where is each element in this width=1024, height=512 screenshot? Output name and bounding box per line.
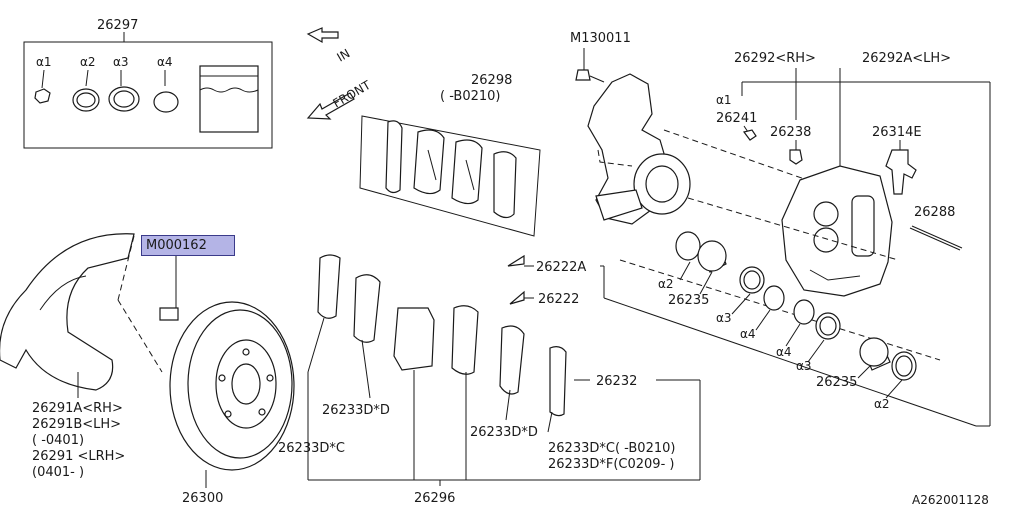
stack-a3-bottom-label[interactable]: α3 — [796, 359, 812, 373]
pad-shim-2-part[interactable] — [493, 151, 517, 219]
stack-26235-top-label[interactable]: 26235 — [668, 293, 709, 308]
stack-a2-top-label[interactable]: α2 — [658, 277, 674, 291]
kit-a2-label[interactable]: α2 — [80, 55, 96, 69]
rotor-label[interactable]: 26300 — [182, 491, 223, 506]
shield-range1-label: ( -0401) — [32, 433, 84, 448]
piston-seal-1-part[interactable] — [675, 231, 701, 261]
pad-set-range-label: ( -B0210) — [440, 89, 501, 104]
highlighted-part-callout[interactable]: M000162 — [141, 235, 235, 256]
pad-spring-part[interactable] — [885, 149, 917, 195]
kit-a1-label[interactable]: α1 — [36, 55, 52, 69]
lower-pads: 26232 — [307, 254, 701, 486]
retainer-2-part[interactable] — [793, 299, 815, 325]
bleeder-screw-part[interactable] — [742, 129, 757, 141]
outer-pad-part[interactable] — [353, 274, 381, 343]
stack-a4-bottom-label[interactable]: α4 — [776, 345, 792, 359]
piston-2-part[interactable] — [859, 337, 889, 367]
shim-26232-label[interactable]: 26232 — [596, 374, 637, 389]
kit-box: 26297 α1 α2 α3 α4 — [23, 18, 273, 149]
pad-set-label[interactable]: 26298 — [471, 73, 512, 88]
arrow-in-label: IN — [335, 46, 353, 64]
caliper-26238-label[interactable]: 26238 — [770, 125, 811, 140]
diagram-id: A262001128 — [912, 493, 989, 507]
shim-labels: 26233D*D 26233D*C 26233D*D 26233D*C( -B0… — [278, 403, 675, 506]
caliper-a1-label[interactable]: α1 — [716, 93, 732, 107]
caliper-26241-label[interactable]: 26241 — [716, 111, 757, 126]
brake-pad-2-part[interactable] — [451, 139, 483, 205]
shim-26222-part[interactable] — [509, 290, 525, 305]
brake-pad-1-part[interactable] — [413, 129, 445, 195]
dust-shield-part[interactable] — [0, 233, 135, 391]
shield-rh-label[interactable]: 26291A<RH> — [32, 401, 123, 416]
direction-arrows: IN FRONT — [306, 27, 374, 120]
shim-f-range-label[interactable]: 26233D*F(C0209- ) — [548, 457, 674, 472]
outer-shim-part[interactable] — [317, 254, 341, 319]
shim-26222a-part[interactable] — [507, 254, 525, 267]
caliper-26288-label[interactable]: 26288 — [914, 205, 955, 220]
arrow-in-icon — [306, 27, 339, 44]
caliper-bolt-part[interactable] — [789, 149, 803, 165]
shim-c-range-label[interactable]: 26233D*C( -B0210) — [548, 441, 675, 456]
arrow-front-icon — [306, 92, 355, 120]
retainer-ring-part[interactable] — [153, 91, 179, 113]
bolt-label[interactable]: M130011 — [570, 31, 631, 46]
shield-lh-label[interactable]: 26291B<LH> — [32, 417, 121, 432]
caliper-callouts: 26292<RH> 26292A<LH> α1 26241 26238 2631… — [716, 51, 991, 426]
shim-brackets: 26222A 26222 — [507, 254, 605, 307]
shim-26222-label[interactable]: 26222 — [538, 292, 579, 307]
kit-a4-label[interactable]: α4 — [157, 55, 173, 69]
outer-backing-pad-part[interactable] — [393, 307, 435, 371]
shim-d-left-label[interactable]: 26233D*D — [322, 403, 390, 418]
inner-pad-part[interactable] — [499, 325, 525, 395]
bleeder-cap-part[interactable] — [34, 88, 51, 104]
shim-d-mid-label[interactable]: 26233D*D — [470, 425, 538, 440]
kit-a3-label[interactable]: α3 — [113, 55, 129, 69]
pad-pin-part[interactable] — [909, 227, 961, 251]
shield-range2-label: (0401- ) — [32, 465, 84, 480]
pad-set: 26298 ( -B0210) — [359, 73, 541, 237]
piston-1-part[interactable] — [697, 240, 727, 272]
dust-shield: 26291A<RH> 26291B<LH> ( -0401) 26291 <LR… — [0, 233, 179, 480]
arrow-front-label: FRONT — [331, 78, 374, 111]
caliper-rh-label[interactable]: 26292<RH> — [734, 51, 816, 66]
retainer-1-part[interactable] — [763, 285, 785, 311]
knuckle-bolt-part[interactable] — [575, 69, 591, 81]
inner-backing-pad-part[interactable] — [451, 305, 479, 375]
caliper-body — [781, 165, 893, 297]
stack-a4-top-label[interactable]: α4 — [740, 327, 756, 341]
stack-a3-top-label[interactable]: α3 — [716, 311, 732, 325]
piston-stack: α2 26235 α3 α4 α4 α3 26235 α2 — [603, 197, 990, 427]
shield-lrh-label[interactable]: 26291 <LRH> — [32, 449, 125, 464]
kit-label[interactable]: 26297 — [97, 18, 138, 33]
shim-c-left-label[interactable]: 26233D*C — [278, 441, 345, 456]
grease-packet-icon[interactable] — [199, 65, 259, 133]
pad-shim-1-part[interactable] — [385, 120, 403, 194]
shield-bolt-part[interactable] — [159, 307, 179, 321]
inner-shim-part[interactable] — [549, 346, 567, 417]
stack-26235-bottom-label[interactable]: 26235 — [816, 375, 857, 390]
caliper-26314e-label[interactable]: 26314E — [872, 125, 922, 140]
rotor: 26300 — [169, 301, 295, 506]
shim-26222a-label[interactable]: 26222A — [536, 260, 586, 275]
pad-kit-26296-label[interactable]: 26296 — [414, 491, 455, 506]
stack-a2-bottom-label[interactable]: α2 — [874, 397, 890, 411]
caliper-lh-label[interactable]: 26292A<LH> — [862, 51, 951, 66]
